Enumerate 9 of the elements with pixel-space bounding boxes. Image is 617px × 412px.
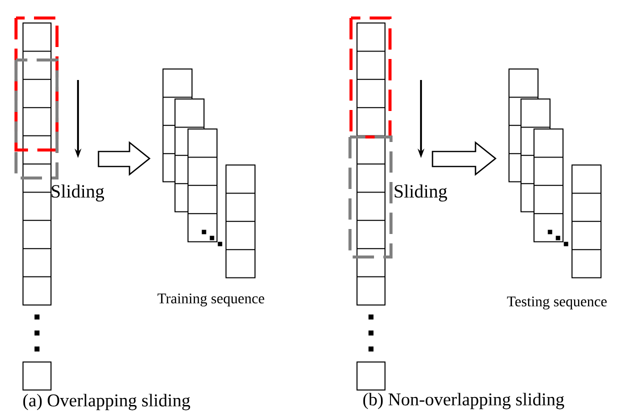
block-arrow bbox=[98, 141, 151, 176]
window-stack bbox=[162, 68, 256, 278]
caption: (b) Non-overlapping sliding bbox=[363, 392, 564, 410]
window-stack bbox=[508, 68, 602, 278]
caption: (a) Overlapping sliding bbox=[23, 394, 190, 410]
sequence-label: Training sequence bbox=[158, 294, 264, 306]
block-arrow bbox=[432, 141, 497, 176]
sequence-column-drawing bbox=[348, 16, 393, 390]
sequence-label: Testing sequence bbox=[507, 296, 607, 310]
